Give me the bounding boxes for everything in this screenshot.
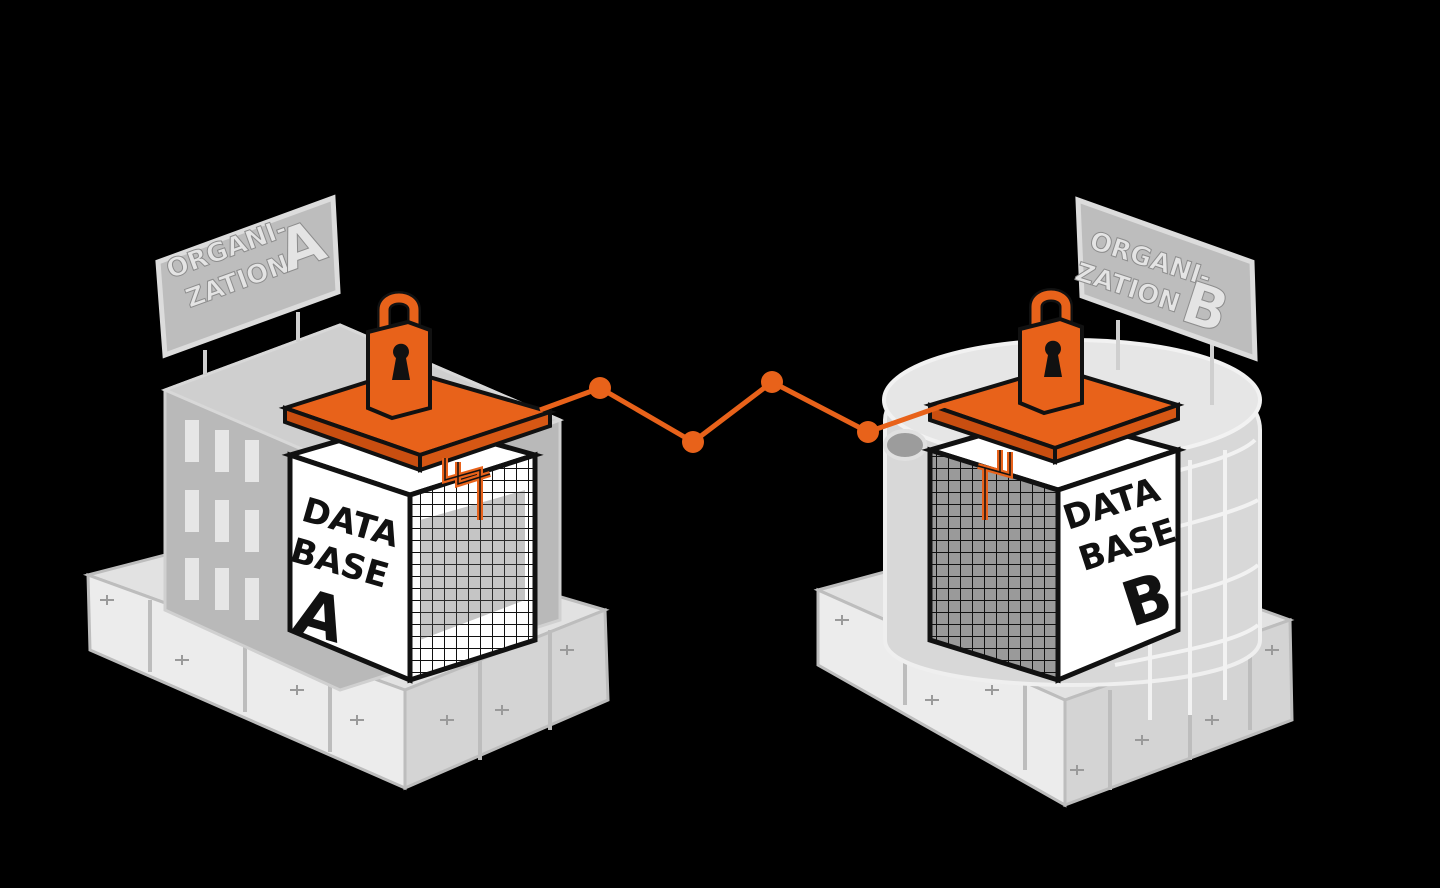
organization-b: ORGANI- ZATION B DATA BASE B bbox=[813, 196, 1295, 808]
connection-node bbox=[857, 421, 879, 443]
organization-a: ORGANI- ZATION A DATA BASE A bbox=[82, 194, 610, 791]
connection-node bbox=[761, 371, 783, 393]
org-a-sign-letter: A bbox=[269, 206, 335, 285]
padlock-icon bbox=[1018, 288, 1084, 416]
padlock-icon bbox=[366, 291, 432, 421]
org-a-sign: ORGANI- ZATION A bbox=[155, 194, 341, 375]
database-a-cube: DATA BASE A bbox=[281, 417, 544, 684]
connection-node bbox=[589, 377, 611, 399]
connection-node bbox=[682, 431, 704, 453]
secure-connection bbox=[539, 371, 946, 453]
org-a-windows bbox=[185, 420, 259, 620]
